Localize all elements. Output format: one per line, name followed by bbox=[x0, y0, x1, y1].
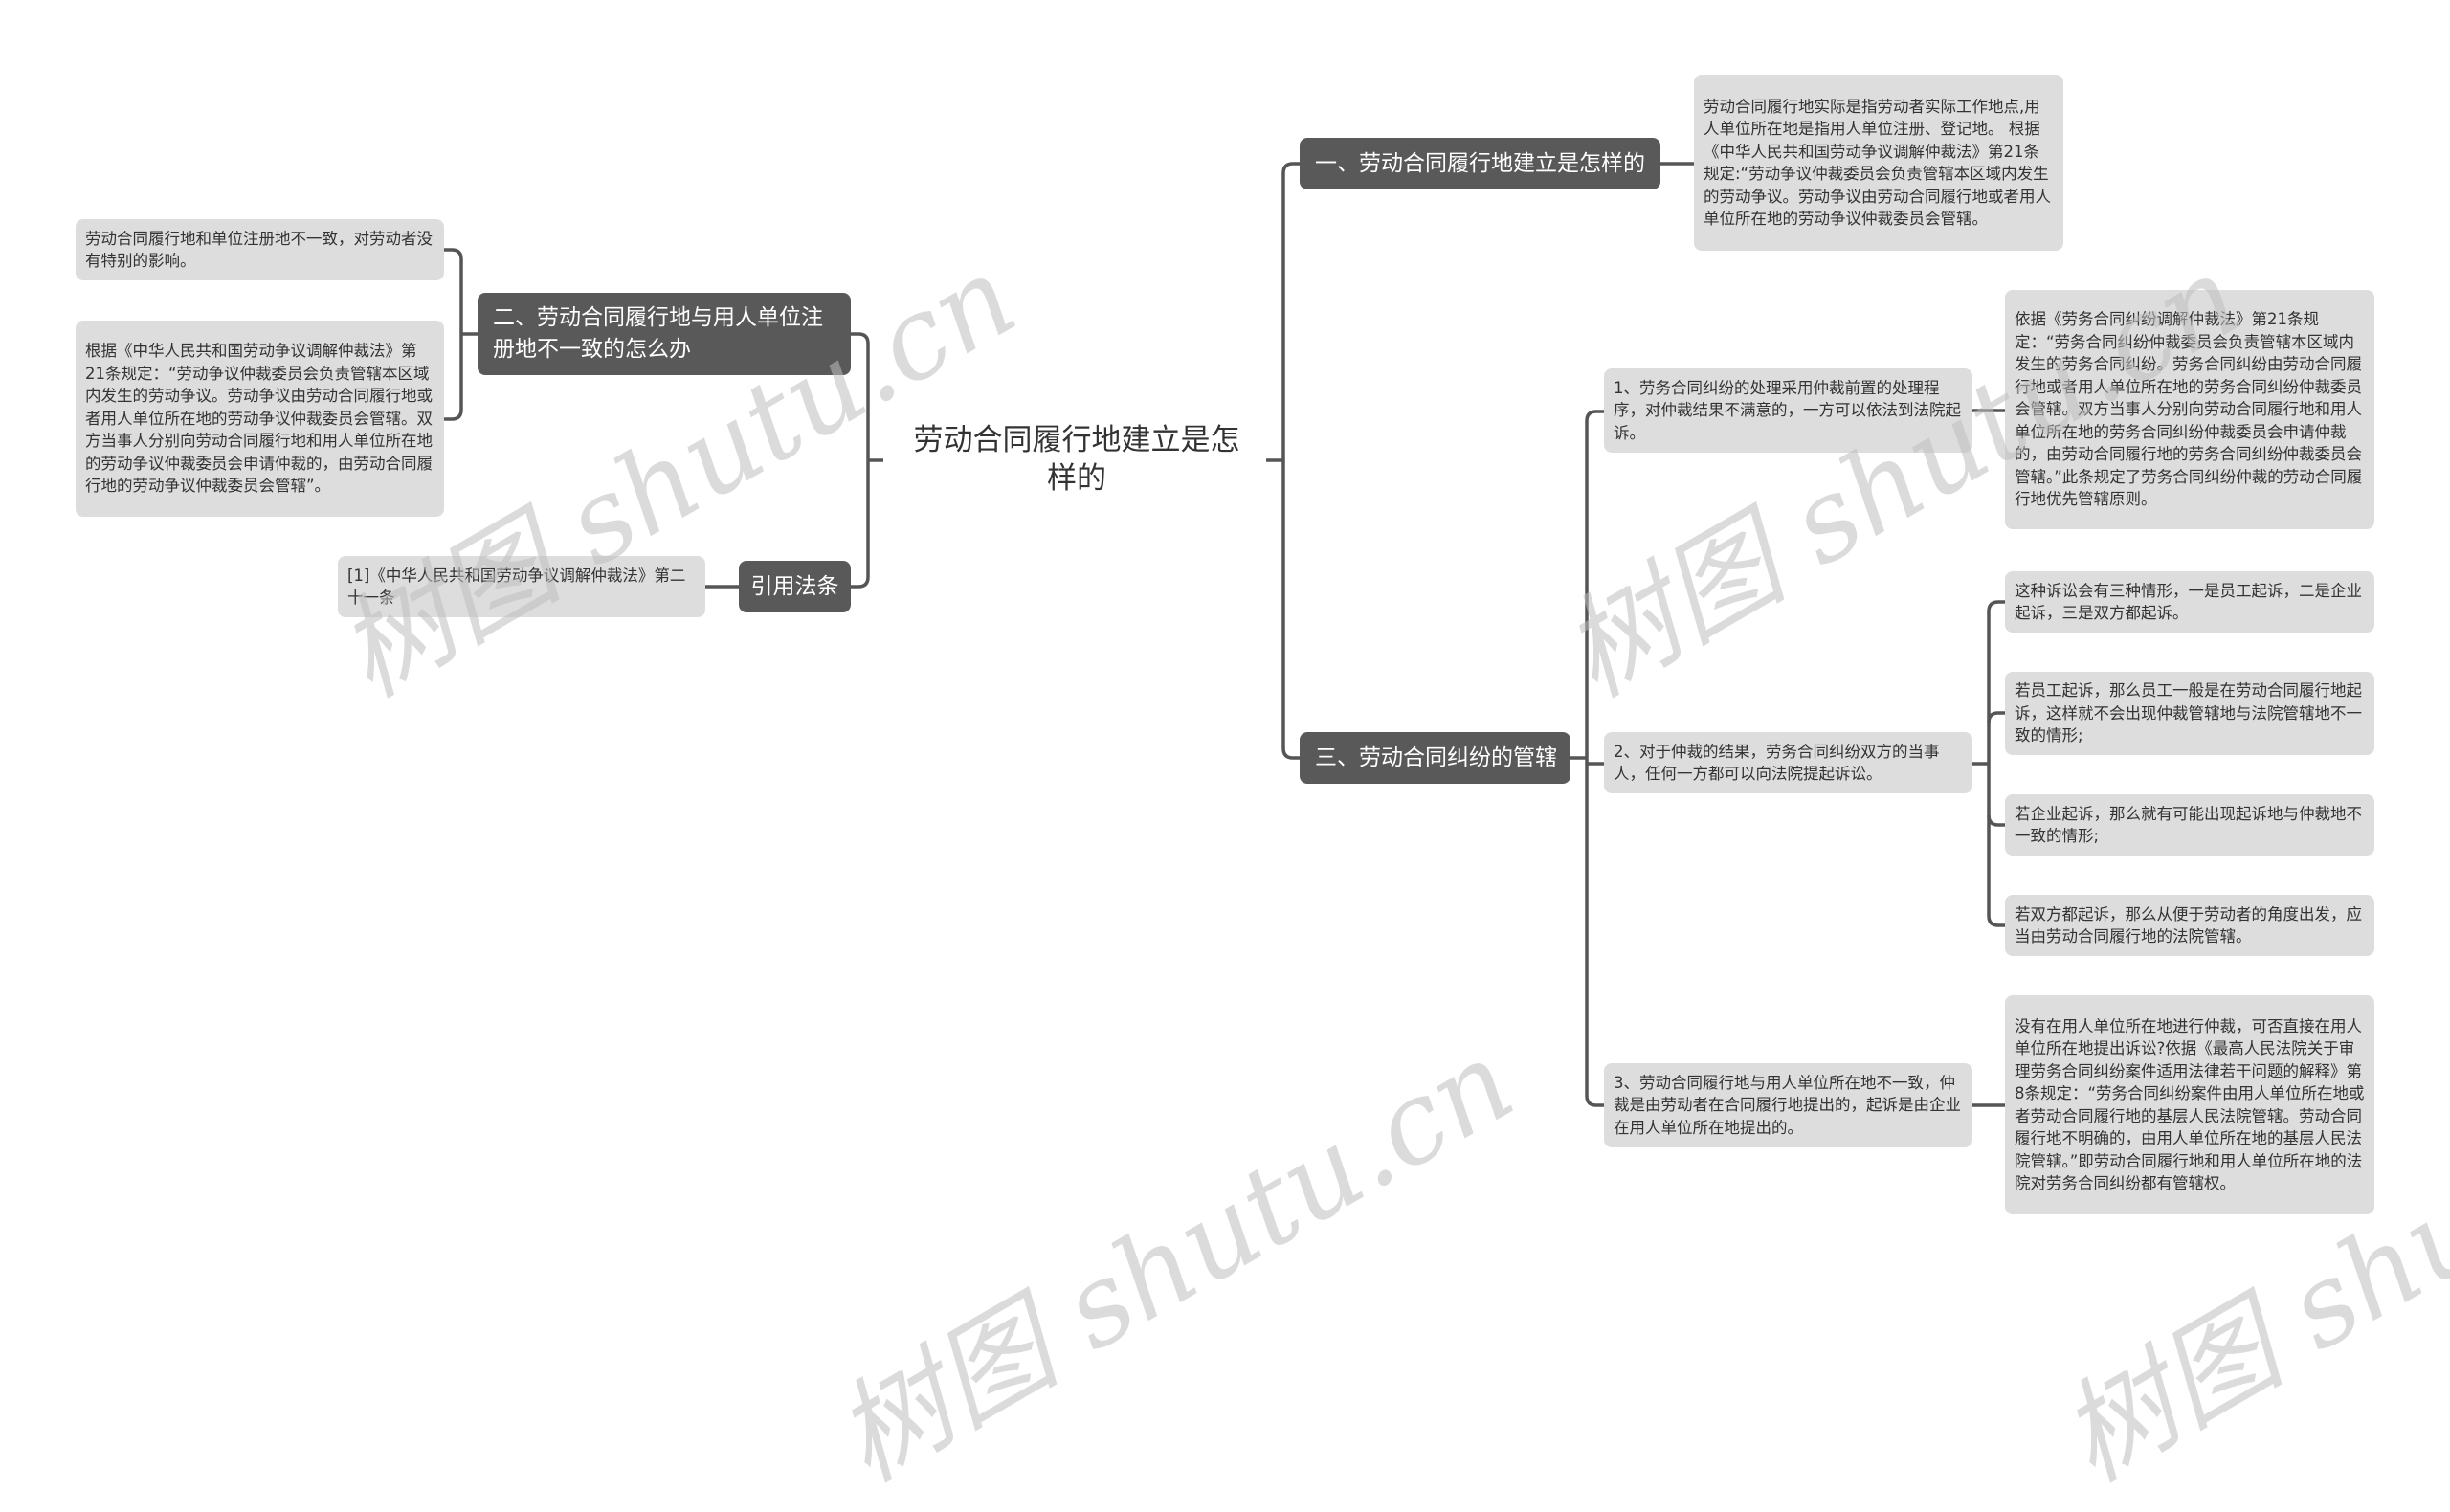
sub-node-2[interactable]: 2、对于仲裁的结果，劳务合同纠纷双方的当事人，任何一方都可以向法院提起诉讼。 bbox=[1604, 732, 1972, 793]
sub-node-1-leaf[interactable]: 依据《劳务合同纠纷调解仲裁法》第21条规定：“劳务合同纠纷仲裁委员会负责管辖本区… bbox=[2005, 290, 2374, 529]
branch-node-citations[interactable]: 引用法条 bbox=[739, 561, 851, 612]
sub-node-2-text: 2、对于仲裁的结果，劳务合同纠纷双方的当事人，任何一方都可以向法院提起诉讼。 bbox=[1614, 742, 1940, 784]
branch-3-label: 三、劳动合同纠纷的管辖 bbox=[1315, 745, 1557, 770]
branch-node-2[interactable]: 二、劳动合同履行地与用人单位注册地不一致的怎么办 bbox=[478, 293, 851, 375]
sub-node-3-leaf[interactable]: 没有在用人单位所在地进行仲裁，可否直接在用人单位所在地提出诉讼?依据《最高人民法… bbox=[2005, 995, 2374, 1214]
branch-2-leaf-2-text: 根据《中华人民共和国劳动争议调解仲裁法》第21条规定：“劳动争议仲裁委员会负责管… bbox=[85, 342, 433, 496]
branch-1-label: 一、劳动合同履行地建立是怎样的 bbox=[1315, 150, 1645, 176]
connector-trunk-left bbox=[851, 332, 870, 589]
branch-1-leaf-text: 劳动合同履行地实际是指劳动者实际工作地点,用人单位所在地是指用人单位注册、登记地… bbox=[1704, 97, 2051, 229]
connector-sub2-leaf2 bbox=[1987, 711, 2005, 723]
connector-b2-trunk bbox=[444, 248, 463, 421]
citation-leaf-text: [1]《中华人民共和国劳动争议调解仲裁法》第二十一条 bbox=[347, 566, 686, 608]
connector-trunk-right bbox=[1281, 162, 1300, 760]
sub-node-1-leaf-text: 依据《劳务合同纠纷调解仲裁法》第21条规定：“劳务合同纠纷仲裁委员会负责管辖本区… bbox=[2015, 310, 2363, 509]
sub-node-3-text: 3、劳动合同履行地与用人单位所在地不一致，仲裁是由劳动者在合同履行地提出的，起诉… bbox=[1614, 1073, 1961, 1137]
sub-node-2-leaf-3[interactable]: 若企业起诉，那么就有可能出现起诉地与仲裁地不一致的情形; bbox=[2005, 794, 2374, 856]
branch-node-1[interactable]: 一、劳动合同履行地建立是怎样的 bbox=[1300, 138, 1660, 189]
connector-sub2-trunk bbox=[1987, 600, 2005, 927]
sub-node-2-leaf-4[interactable]: 若双方都起诉，那么从便于劳动者的角度出发，应当由劳动合同履行地的法院管辖。 bbox=[2005, 895, 2374, 956]
connector-b3-trunk bbox=[1585, 410, 1604, 1107]
connector-lines bbox=[444, 162, 2005, 1107]
branch-node-3[interactable]: 三、劳动合同纠纷的管辖 bbox=[1300, 732, 1570, 784]
connector-sub2-leaf3 bbox=[1987, 814, 2005, 827]
sub-node-2-leaf-4-text: 若双方都起诉，那么从便于劳动者的角度出发，应当由劳动合同履行地的法院管辖。 bbox=[2015, 904, 2362, 946]
citation-leaf[interactable]: [1]《中华人民共和国劳动争议调解仲裁法》第二十一条 bbox=[338, 556, 705, 617]
sub-node-2-leaf-3-text: 若企业起诉，那么就有可能出现起诉地与仲裁地不一致的情形; bbox=[2015, 804, 2362, 846]
citations-label: 引用法条 bbox=[750, 573, 839, 599]
branch-2-leaf-1-text: 劳动合同履行地和单位注册地不一致，对劳动者没有特别的影响。 bbox=[85, 229, 433, 271]
branch-1-leaf[interactable]: 劳动合同履行地实际是指劳动者实际工作地点,用人单位所在地是指用人单位注册、登记地… bbox=[1694, 75, 2063, 251]
sub-node-2-leaf-2[interactable]: 若员工起诉，那么员工一般是在劳动合同履行地起诉，这样就不会出现仲裁管辖地与法院管… bbox=[2005, 672, 2374, 755]
sub-node-2-leaf-1-text: 这种诉讼会有三种情形，一是员工起诉，二是企业起诉，三是双方都起诉。 bbox=[2015, 581, 2362, 623]
branch-2-leaf-2[interactable]: 根据《中华人民共和国劳动争议调解仲裁法》第21条规定：“劳动争议仲裁委员会负责管… bbox=[76, 321, 444, 517]
root-topic-label: 劳动合同履行地建立是怎样的 bbox=[913, 423, 1240, 496]
branch-2-label: 二、劳动合同履行地与用人单位注册地不一致的怎么办 bbox=[493, 305, 823, 362]
sub-node-2-leaf-1[interactable]: 这种诉讼会有三种情形，一是员工起诉，二是企业起诉，三是双方都起诉。 bbox=[2005, 571, 2374, 633]
root-topic[interactable]: 劳动合同履行地建立是怎样的 bbox=[900, 421, 1254, 501]
sub-node-3-leaf-text: 没有在用人单位所在地进行仲裁，可否直接在用人单位所在地提出诉讼?依据《最高人民法… bbox=[2015, 1016, 2365, 1193]
sub-node-3[interactable]: 3、劳动合同履行地与用人单位所在地不一致，仲裁是由劳动者在合同履行地提出的，起诉… bbox=[1604, 1063, 1972, 1147]
branch-2-leaf-1[interactable]: 劳动合同履行地和单位注册地不一致，对劳动者没有特别的影响。 bbox=[76, 219, 444, 280]
sub-node-2-leaf-2-text: 若员工起诉，那么员工一般是在劳动合同履行地起诉，这样就不会出现仲裁管辖地与法院管… bbox=[2015, 681, 2362, 745]
sub-node-1-text: 1、劳务合同纠纷的处理采用仲裁前置的处理程序，对仲裁结果不满意的，一方可以依法到… bbox=[1614, 378, 1961, 442]
sub-node-1[interactable]: 1、劳务合同纠纷的处理采用仲裁前置的处理程序，对仲裁结果不满意的，一方可以依法到… bbox=[1604, 368, 1972, 453]
